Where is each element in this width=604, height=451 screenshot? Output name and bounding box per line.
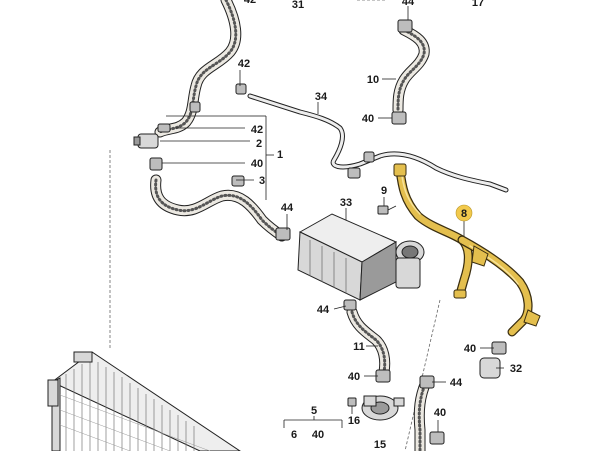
upper-left-hoses — [154, 0, 242, 138]
callout-40: 40 — [464, 343, 476, 355]
hose-11 — [343, 299, 391, 383]
component-33-housing — [275, 213, 425, 301]
callout-3: 3 — [259, 175, 265, 187]
lower-left-hose — [150, 174, 288, 242]
callout-44: 44 — [450, 377, 463, 389]
callout-5: 5 — [311, 405, 317, 417]
callout-40: 40 — [251, 158, 263, 170]
radiator — [47, 351, 241, 451]
callout-8: 8 — [461, 208, 467, 220]
callout-40: 40 — [348, 371, 360, 383]
coolant-pipe-34 — [247, 93, 509, 193]
hose-right-lower — [413, 375, 445, 451]
callout-40: 40 — [434, 407, 446, 419]
callout-17: 17 — [472, 0, 484, 9]
callout-40: 40 — [362, 113, 374, 125]
bolts — [347, 205, 397, 414]
callout-9: 9 — [381, 185, 387, 197]
callout-5-bracket — [283, 416, 343, 428]
callout-10: 10 — [367, 74, 379, 86]
callout-6: 6 — [291, 429, 297, 441]
callout-44: 44 — [281, 202, 294, 214]
callout-32: 32 — [510, 363, 522, 375]
callout-42: 42 — [244, 0, 256, 6]
callout-1: 1 — [277, 149, 283, 161]
callout-42: 42 — [238, 58, 250, 70]
callout-31: 31 — [292, 0, 304, 11]
callout-labels: 42 31 44 17 42 10 34 40 42 2 1 40 3 9 8 … — [238, 0, 522, 451]
callout-16: 16 — [348, 415, 360, 427]
hose-10 — [391, 19, 430, 125]
leader-lines — [236, 6, 504, 432]
callout-40: 40 — [312, 429, 324, 441]
pump-15 — [361, 395, 405, 421]
callout-34: 34 — [315, 91, 328, 103]
callout-11: 11 — [353, 341, 365, 353]
part-32 — [479, 341, 507, 379]
callout-44: 44 — [317, 304, 330, 316]
left-connectors — [133, 83, 247, 187]
coolant-pipe-8-highlighted — [393, 163, 541, 337]
callout-42: 42 — [251, 124, 263, 136]
callout-1-bracket — [160, 115, 274, 200]
callout-8-highlight-marker — [455, 204, 473, 222]
callout-33: 33 — [340, 197, 352, 209]
callout-44: 44 — [402, 0, 415, 8]
callout-15: 15 — [374, 439, 386, 451]
callout-2: 2 — [256, 138, 262, 150]
